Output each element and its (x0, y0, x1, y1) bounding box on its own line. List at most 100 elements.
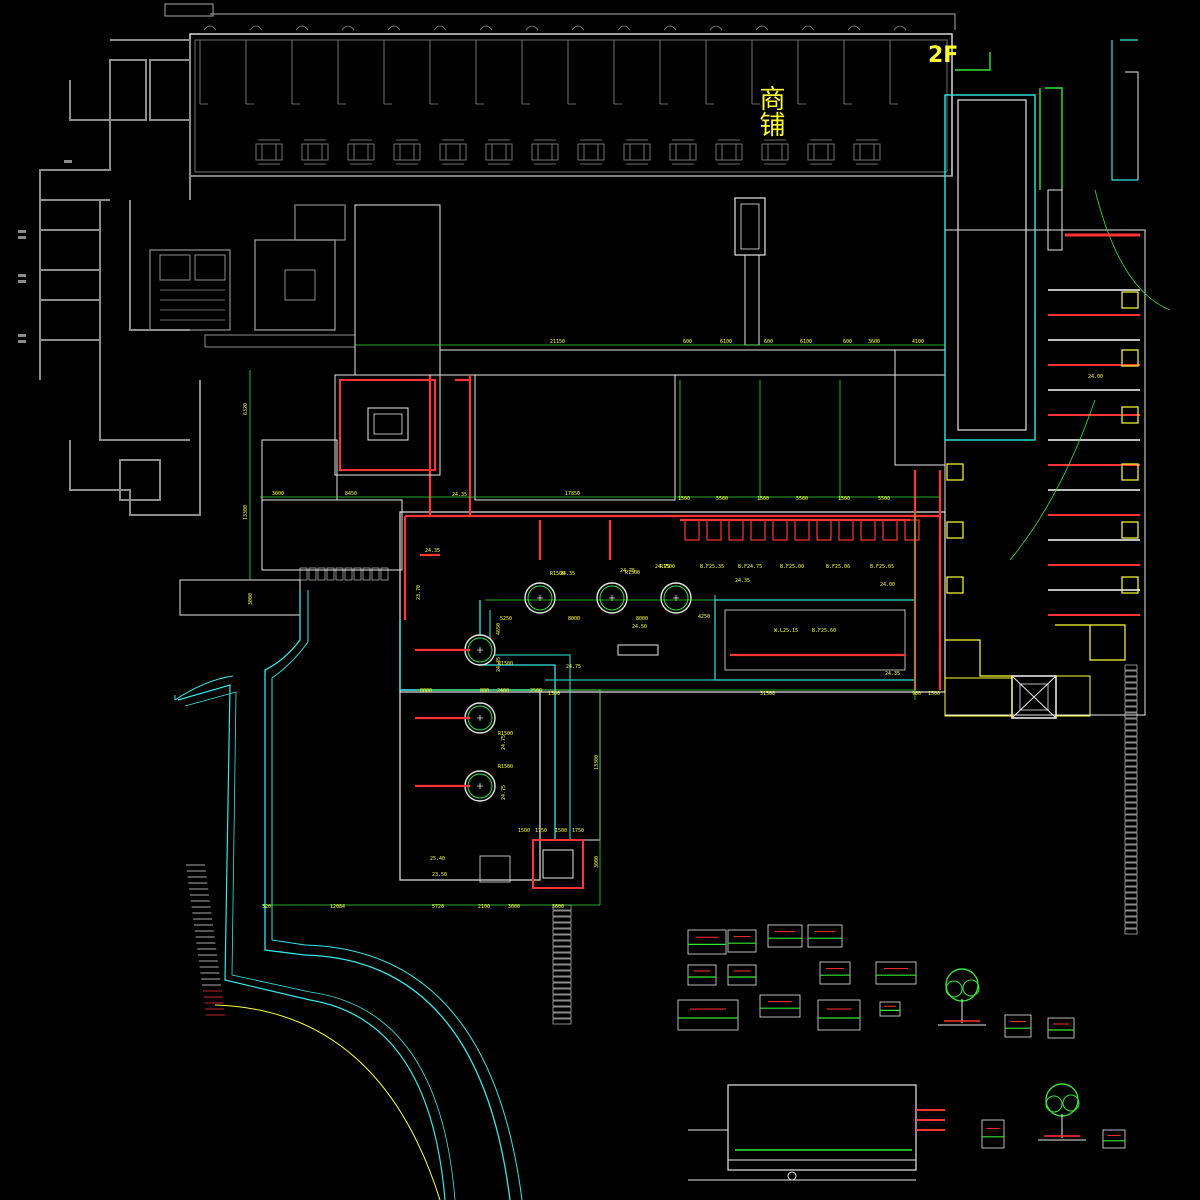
dimension-label: 24.00 (880, 582, 895, 588)
paver (552, 922, 572, 929)
shop-door-swing (387, 25, 401, 31)
paver (552, 964, 572, 971)
paver (1124, 766, 1138, 773)
planter-square (946, 576, 964, 594)
paver (1124, 676, 1138, 683)
dimension-label: 1500 (555, 828, 567, 834)
shop-bay-divider (751, 40, 760, 105)
dimension-label: 3000 (508, 904, 520, 910)
paver (1124, 832, 1138, 839)
dimension-label: B.F24.75 (738, 564, 762, 570)
dimension-label: 24.75 (501, 785, 507, 800)
shop-bay-divider (245, 40, 254, 105)
dimension-label: B.F25.06 (826, 564, 850, 570)
tree-center (477, 647, 483, 653)
paver (317, 567, 326, 581)
paver (1124, 922, 1138, 929)
paver (1124, 706, 1138, 713)
shop-door-swing (479, 25, 493, 31)
dimension-label: 1300 (548, 691, 560, 697)
paver (552, 1012, 572, 1019)
tree-canopy (527, 585, 553, 611)
red-paver-cell (860, 519, 876, 541)
planter-square (1121, 406, 1139, 424)
paver (1124, 874, 1138, 881)
dimension-label: B.F25.00 (780, 564, 804, 570)
paver (1124, 844, 1138, 851)
paver (552, 982, 572, 989)
corner-pavilion (944, 624, 1126, 719)
dimension-label: 6320 (243, 403, 249, 415)
shop-door-swing (341, 25, 355, 31)
dimension-label: 23.70 (416, 585, 422, 600)
dimension-label: 6100 (800, 339, 812, 345)
paver (1124, 838, 1138, 845)
shop-door-swing (433, 25, 447, 31)
cafe-table (531, 139, 559, 165)
detail-thumbnail (1102, 1129, 1126, 1149)
green-arc (1009, 399, 1096, 561)
shop-door-swing (203, 25, 217, 31)
paver (552, 916, 572, 923)
dimension-label: R1500 (660, 564, 675, 570)
planter-square (1121, 463, 1139, 481)
paver (552, 958, 572, 965)
paver (1124, 682, 1138, 689)
paver (1124, 688, 1138, 695)
dimension-label: 5500 (878, 496, 890, 502)
dimension-label: 24.00 (1088, 374, 1103, 380)
shop-bay-divider (797, 40, 806, 105)
detail-thumbnail (727, 964, 757, 986)
paver (1124, 730, 1138, 737)
tree-center (477, 783, 483, 789)
stairs-southwest (186, 864, 225, 1016)
shop-door-swing (295, 25, 309, 31)
shop-door-swing (663, 25, 677, 31)
detail-thumbnail (819, 961, 851, 985)
south-feature-planter (479, 839, 584, 889)
dimension-label: 8450 (345, 491, 357, 497)
paver (353, 567, 362, 581)
paver (552, 910, 572, 917)
red-paver-cell (684, 519, 700, 541)
shop-door-swing (571, 25, 585, 31)
paver-strip-south (299, 567, 572, 1025)
dimension-label: 24.75 (655, 564, 670, 570)
dimension-label: 24.75 (566, 664, 581, 670)
paver (1124, 700, 1138, 707)
paver (552, 928, 572, 935)
tree-center (477, 715, 483, 721)
paver (552, 994, 572, 1001)
detail-thumbnail (807, 924, 843, 948)
paver (1124, 754, 1138, 761)
paver (1124, 802, 1138, 809)
paver (552, 1006, 572, 1013)
dimension-label: 3600 (552, 904, 564, 910)
paver (1124, 862, 1138, 869)
dimension-label: 2100 (478, 904, 490, 910)
paver (371, 567, 380, 581)
shop-door-swing (801, 25, 815, 31)
shop-bay-divider (337, 40, 346, 105)
shop-building: 商铺 2F (164, 3, 991, 177)
dimension-label: R1500 (498, 661, 513, 667)
paver (552, 946, 572, 953)
red-paver-cell (794, 519, 810, 541)
dimension-label: 5500 (796, 496, 808, 502)
dimension-label: 3600 (868, 339, 880, 345)
paver (1124, 814, 1138, 821)
west-garden-square (334, 374, 441, 476)
chevron-ramp (944, 39, 1171, 441)
detail-thumbnail (677, 999, 739, 1031)
dimension-label: 24.35 (496, 657, 502, 672)
cafe-table (577, 139, 605, 165)
cafe-table (623, 139, 651, 165)
paver (1124, 856, 1138, 863)
dimension-label: 4250 (698, 614, 710, 620)
shop-bay-divider (567, 40, 576, 105)
